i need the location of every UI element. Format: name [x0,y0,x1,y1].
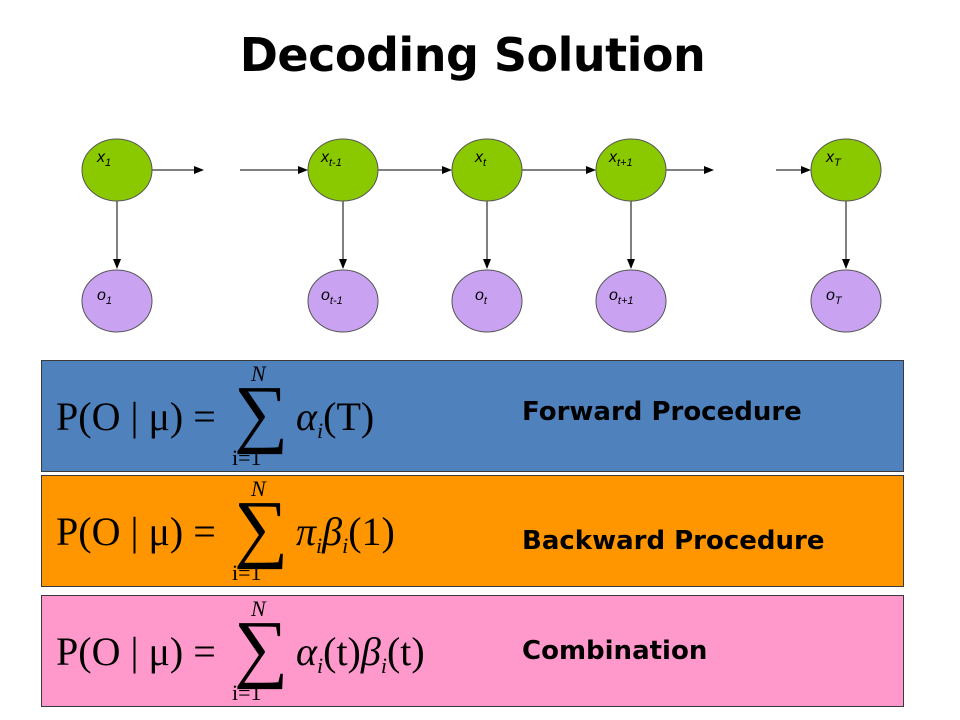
sum-lower-limit: i=1 [232,680,262,705]
summation-sign: ∑ [234,371,289,455]
formula-term: πiβi(1) [296,509,395,558]
observation-node-ot+1: ot+1 [595,269,667,333]
formula-term: αi(t)βi(t) [296,629,425,678]
observation-node-ot: ot [451,269,523,333]
state-node-xT: xT [810,138,882,202]
backward-procedure-label: Backward Procedure [522,526,825,556]
state-node-xt+1: xt+1 [595,138,667,202]
sum-lower-limit: i=1 [232,445,262,470]
svg-text:oT: oT [826,287,843,307]
svg-text:ot-1: ot-1 [321,287,343,307]
svg-text:ot+1: ot+1 [609,287,634,307]
backward-formula: P(O | μ) = N ∑ i=1 πiβi(1) [56,476,496,586]
hmm-trellis-diagram: x1 xt-1 xt xt+1 xT o1 ot-1 ot ot+1 oT [81,138,882,333]
state-node-x1: x1 [81,138,153,202]
svg-text:ot: ot [475,287,488,307]
forward-formula: P(O | μ) = N ∑ i=1 αi(T) [56,361,496,471]
svg-text:xt+1: xt+1 [608,149,633,169]
svg-text:o1: o1 [97,287,112,307]
combination-formula: P(O | μ) = N ∑ i=1 αi(t)βi(t) [56,596,496,706]
formula-lhs: P(O | μ) = [56,509,216,554]
observation-node-ot-1: ot-1 [307,269,379,333]
formula-term: αi(T) [296,394,375,443]
sum-upper-limit: N [251,361,266,386]
summation-sign: ∑ [234,606,289,690]
combination-label: Combination [522,636,708,666]
sum-upper-limit: N [251,476,266,501]
summation-sign: ∑ [234,486,289,570]
backward-procedure-panel: P(O | μ) = N ∑ i=1 πiβi(1) Backward Proc… [41,475,904,587]
slide-title: Decoding Solution [239,28,706,82]
sum-upper-limit: N [251,596,266,621]
svg-text:xt-1: xt-1 [320,149,342,169]
observation-node-o1: o1 [81,269,153,333]
formula-lhs: P(O | μ) = [56,394,216,439]
formula-lhs: P(O | μ) = [56,629,216,674]
svg-text:x1: x1 [96,149,111,169]
svg-text:xt: xt [474,149,487,169]
combination-panel: P(O | μ) = N ∑ i=1 αi(t)βi(t) Combinatio… [41,595,904,707]
forward-procedure-panel: P(O | μ) = N ∑ i=1 αi(T) Forward Procedu… [41,360,904,472]
state-node-xt: xt [451,138,523,202]
state-node-xt-1: xt-1 [307,138,379,202]
observation-node-oT: oT [810,269,882,333]
forward-procedure-label: Forward Procedure [522,397,802,427]
svg-text:xT: xT [825,149,842,169]
sum-lower-limit: i=1 [232,560,262,585]
